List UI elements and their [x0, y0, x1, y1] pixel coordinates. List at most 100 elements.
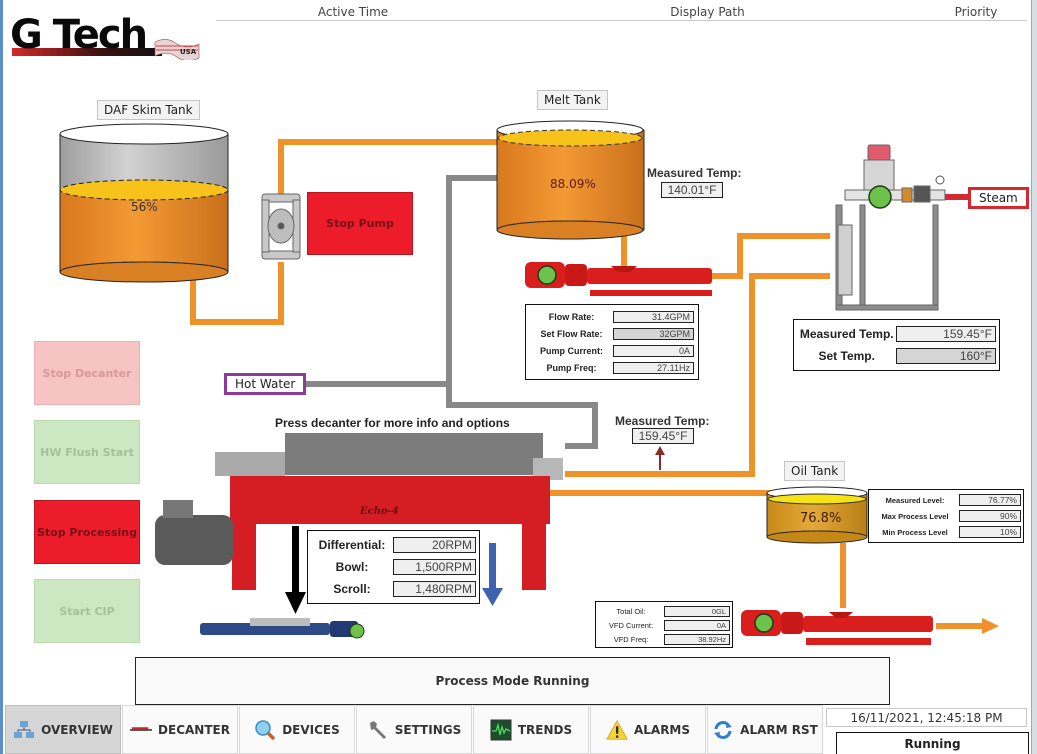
trend-monitor-icon [490, 719, 512, 741]
stop-processing-button[interactable]: Stop Processing [34, 500, 140, 564]
vfd-freq-row: VFD Freq:38.92Hz [598, 632, 730, 646]
start-cip-button[interactable]: Start CIP [34, 579, 140, 643]
decanter-bowl-value: 1,500RPM [393, 559, 476, 575]
hot-water-label: Hot Water [224, 373, 307, 395]
pump-freq-row: Pump Freq:27.11Hz [530, 359, 694, 376]
oil-pipe-daf-to-melt [190, 139, 497, 325]
pump-freq-value: 27.11Hz [612, 361, 694, 374]
diaphragm-pump [261, 193, 301, 260]
process-mode-status: Process Mode Running [135, 657, 890, 705]
vfd-current-row: VFD Current:0A [598, 618, 730, 632]
pump-set-flow-rate-input[interactable]: 32GPM [612, 327, 694, 340]
oil-pump-status-indicator [754, 613, 774, 633]
stop-decanter-button[interactable]: Stop Decanter [34, 341, 140, 405]
oil-tank-level: 76.8% [800, 511, 842, 526]
temp-sensor-arrow [655, 446, 665, 455]
pump-set-flow-rate-row: Set Flow Rate:32GPM [530, 325, 694, 342]
melt-pump-status-indicator [537, 265, 557, 285]
run-state-display: Running [836, 732, 1029, 754]
nav-tab-overview[interactable]: OVERVIEW [5, 705, 121, 754]
decanter-bowl-row: Bowl:1,500RPM [311, 556, 476, 578]
daf-skim-tank [59, 123, 229, 283]
solids-pump [200, 618, 365, 639]
logo-usa: USA [180, 48, 197, 56]
decanter-hint: Press decanter for more info and options [275, 416, 510, 430]
vfd-freq-value: 38.92Hz [664, 633, 730, 645]
decanter-differential-row: Differential:20RPM [311, 534, 476, 556]
line-temp-value: 159.45°F [632, 428, 694, 444]
oil-pipe-melt-to-decanter [548, 233, 985, 629]
total-oil-value: 0GL [664, 605, 730, 617]
hot-water-pipes [298, 175, 598, 449]
oil-pump-panel: Total Oil:0GL VFD Current:0A VFD Freq:38… [595, 601, 733, 648]
decanter-differential-value: 20RPM [393, 537, 476, 553]
column-display-path[interactable]: Display Path [490, 4, 925, 21]
bottom-nav: OVERVIEW DECANTER DEVICES SETTINGS TREND… [5, 705, 824, 754]
oil-max-level-value[interactable]: 90% [959, 510, 1021, 522]
steam-set-temp-row: Set Temp.160°F [797, 345, 996, 367]
decanter-icon [130, 719, 153, 741]
decanter-scroll-row: Scroll:1,480RPM [311, 578, 476, 600]
stop-pump-button[interactable]: Stop Pump [307, 192, 413, 255]
daf-skim-tank-label[interactable]: DAF Skim Tank [97, 100, 200, 120]
oil-min-level-value[interactable]: 10% [959, 526, 1021, 538]
steam-heater-skid [835, 144, 946, 311]
melt-temp-value: 140.01°F [661, 182, 723, 198]
melt-pump-panel: Flow Rate:31.4GPM Set Flow Rate:32GPM Pu… [525, 304, 699, 380]
decanter-scroll-value: 1,480RPM [393, 581, 476, 597]
nav-label: DEVICES [282, 722, 340, 737]
gtech-logo: G Tech USA [10, 12, 200, 60]
decanter: Echo-4 [155, 433, 563, 590]
solids-discharge-arrow [292, 526, 299, 592]
nav-label: ALARMS [633, 722, 691, 737]
nav-label: TRENDS [517, 722, 573, 737]
vfd-current-value: 0A [664, 619, 730, 631]
oil-outlet-arrow [982, 618, 999, 634]
oil-tank [766, 486, 868, 544]
oil-pump [741, 610, 933, 645]
nav-label: DECANTER [158, 722, 230, 737]
melt-temp-title: Measured Temp: [647, 166, 742, 180]
steam-set-temp-input[interactable]: 160°F [896, 348, 996, 364]
oil-measured-level-row: Measured Level:76.77% [871, 492, 1021, 508]
oil-tank-label[interactable]: Oil Tank [784, 461, 846, 481]
network-icon [13, 719, 35, 741]
wrench-icon [367, 719, 389, 741]
pump-current-value: 0A [612, 344, 694, 357]
nav-label: SETTINGS [394, 722, 462, 737]
water-discharge-arrow [489, 543, 496, 588]
decanter-brand-label: Echo-4 [359, 506, 399, 517]
melt-tank [496, 120, 645, 240]
window-frame-left [0, 0, 3, 754]
total-oil-row: Total Oil:0GL [598, 604, 730, 618]
column-priority[interactable]: Priority [925, 4, 1027, 21]
logo-text: G Tech [10, 12, 146, 58]
nav-tab-devices[interactable]: DEVICES [239, 705, 355, 754]
melt-tank-label[interactable]: Melt Tank [537, 90, 608, 110]
datetime-display: 16/11/2021, 12:45:18 PM [826, 708, 1027, 727]
hw-flush-start-button[interactable]: HW Flush Start [34, 420, 140, 484]
refresh-icon [712, 719, 734, 741]
nav-label: ALARM RST [740, 722, 818, 737]
nav-label: OVERVIEW [41, 722, 113, 737]
steam-valve-status-indicator [868, 185, 892, 209]
nav-tab-trends[interactable]: TRENDS [473, 705, 589, 754]
column-active-time[interactable]: Active Time [216, 4, 490, 21]
warning-icon [606, 719, 628, 741]
nav-tab-alarm-reset[interactable]: ALARM RST [707, 705, 823, 754]
pump-current-row: Pump Current:0A [530, 342, 694, 359]
pump-flow-rate-row: Flow Rate:31.4GPM [530, 308, 694, 325]
steam-measured-temp-value: 159.45°F [896, 326, 996, 342]
nav-tab-alarms[interactable]: ALARMS [590, 705, 706, 754]
nav-tab-settings[interactable]: SETTINGS [356, 705, 472, 754]
melt-tank-level: 88.09% [550, 177, 596, 191]
window-scrollbar[interactable] [1031, 0, 1037, 754]
daf-skim-tank-level: 56% [131, 200, 158, 214]
nav-tab-decanter[interactable]: DECANTER [122, 705, 238, 754]
oil-measured-level-value: 76.77% [959, 494, 1021, 506]
steam-measured-temp-row: Measured Temp.159.45°F [797, 323, 996, 345]
line-temp-title: Measured Temp: [615, 414, 710, 428]
